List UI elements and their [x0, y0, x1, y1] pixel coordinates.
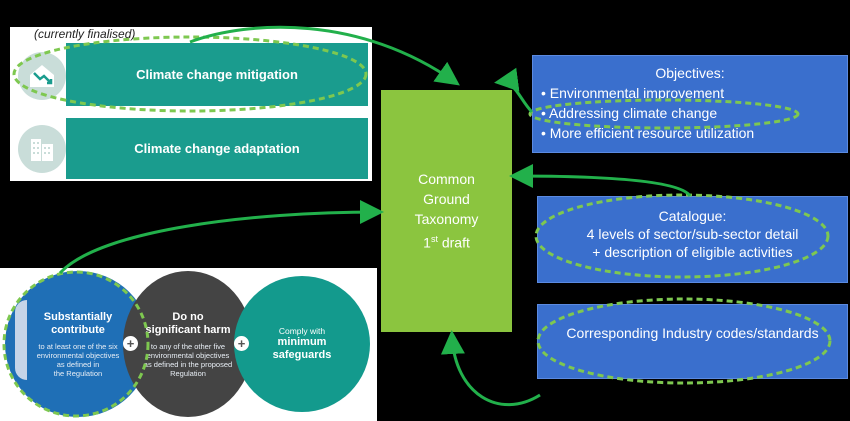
plus-icon: +: [234, 336, 249, 351]
harm-sub-4: Regulation: [170, 368, 206, 378]
contribute-title-2: contribute: [51, 323, 105, 336]
objective-item: Addressing climate change: [541, 103, 847, 123]
arrow-catalogue-to-center: [509, 164, 692, 198]
contribute-sub-2: environmental objectives: [36, 350, 120, 360]
minimum-safeguards-circle: Comply with minimum safeguards: [234, 276, 370, 412]
harm-title-1: Do no: [172, 310, 204, 323]
catalogue-line-2: + description of eligible activities: [592, 244, 793, 260]
climate-adaptation-label: Climate change adaptation: [134, 141, 300, 156]
harm-sub-3: as defined in the proposed: [143, 359, 233, 369]
objective-item: Environmental improvement: [541, 83, 847, 103]
catalogue-line-1: 4 levels of sector/sub-sector detail: [586, 226, 799, 242]
plus-icon: +: [123, 336, 138, 351]
harm-title-2: significant harm: [145, 323, 231, 336]
objective-item: More efficient resource utilization: [541, 123, 847, 143]
contribute-sub-4: the Regulation: [53, 368, 103, 378]
contribute-sub-3: as defined in: [56, 359, 100, 369]
center-line-1: Common: [418, 171, 475, 188]
center-line-3: Taxonomy: [414, 211, 479, 228]
safeguards-title-2: safeguards: [272, 349, 332, 361]
center-line-4-num: 1: [423, 234, 431, 251]
center-line-4-sup: st: [430, 234, 438, 245]
harm-sub-1: to any of the other five: [150, 341, 226, 351]
center-line-2: Ground: [423, 191, 470, 208]
arrow-contribute-to-center: [58, 200, 384, 275]
industry-codes-box: Corresponding Industry codes/standards: [537, 304, 848, 379]
house-down-trend-icon: [30, 65, 54, 87]
catalogue-box: Catalogue: 4 levels of sector/sub-sector…: [537, 196, 848, 283]
center-line-4-text: draft: [437, 234, 470, 251]
climate-mitigation-label: Climate change mitigation: [136, 67, 298, 82]
industry-codes-label: Corresponding Industry codes/standards: [566, 325, 819, 341]
harm-sub-2: environmental objectives: [146, 350, 230, 360]
contribute-sub-1: to at least one of the six: [38, 341, 118, 351]
objectives-box: Objectives: Environmental improvement Ad…: [532, 55, 848, 153]
safeguards-title-1: minimum: [277, 336, 327, 348]
buildings-glyph-icon: [31, 139, 53, 161]
climate-mitigation-icon: [18, 52, 66, 100]
objectives-list: Environmental improvement Addressing cli…: [541, 83, 847, 143]
contribute-edge-tab: [15, 300, 27, 380]
panel-note: (currently finalised): [34, 27, 136, 41]
center-line-4: 1st draft: [423, 229, 470, 253]
catalogue-title: Catalogue:: [658, 208, 727, 224]
safeguards-line-1: Comply with: [278, 326, 326, 336]
climate-mitigation-bar: Climate change mitigation: [66, 43, 368, 106]
objectives-title: Objectives:: [655, 65, 725, 81]
climate-adaptation-bar: Climate change adaptation: [66, 118, 368, 179]
contribute-title-1: Substantially: [43, 310, 113, 323]
arrow-codes-to-center: [440, 330, 541, 407]
common-ground-taxonomy-box: Common Ground Taxonomy 1st draft: [381, 90, 512, 332]
buildings-icon: [18, 125, 66, 173]
